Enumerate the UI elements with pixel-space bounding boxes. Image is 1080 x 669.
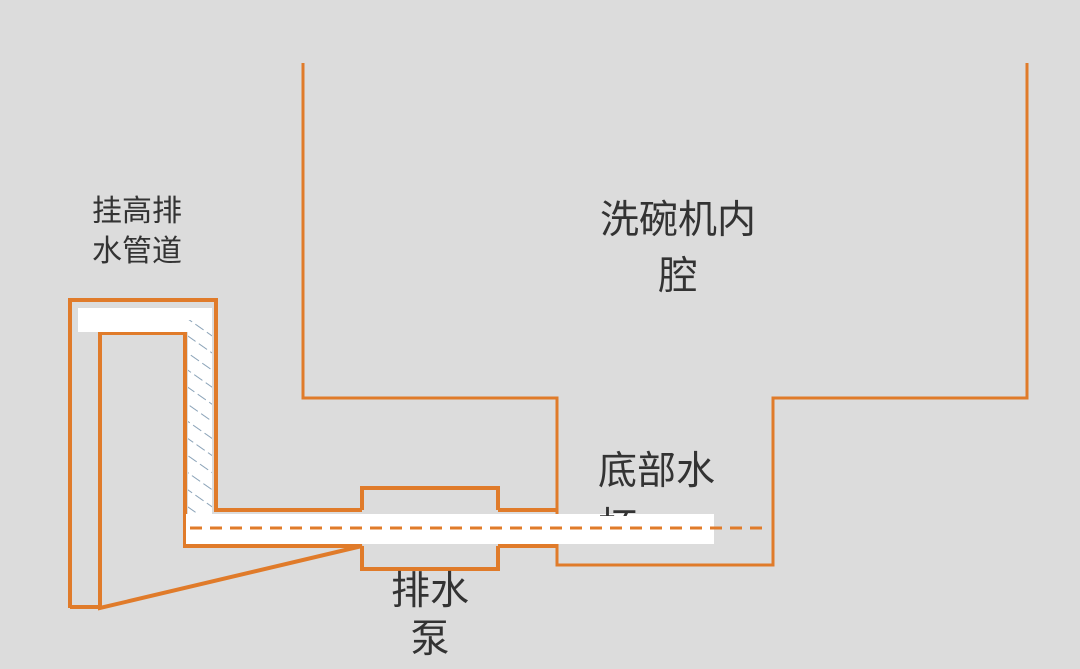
bottom-sump-label: 底部水 杯 bbox=[598, 449, 716, 516]
inner-chamber-outline bbox=[301, 63, 1029, 567]
pipe-riser-hatch bbox=[188, 320, 212, 528]
inner-chamber-label: 洗碗机内 腔 bbox=[599, 198, 756, 299]
drain-pump-outline bbox=[360, 486, 500, 571]
hanging-drain-pipe-label: 挂高排 水管道 bbox=[92, 194, 182, 269]
hanging-drain-pipe-outline bbox=[68, 298, 363, 611]
pump-to-sump-pipe-outline bbox=[498, 508, 557, 548]
drain-pump-label: 排水 泵 bbox=[390, 569, 469, 662]
